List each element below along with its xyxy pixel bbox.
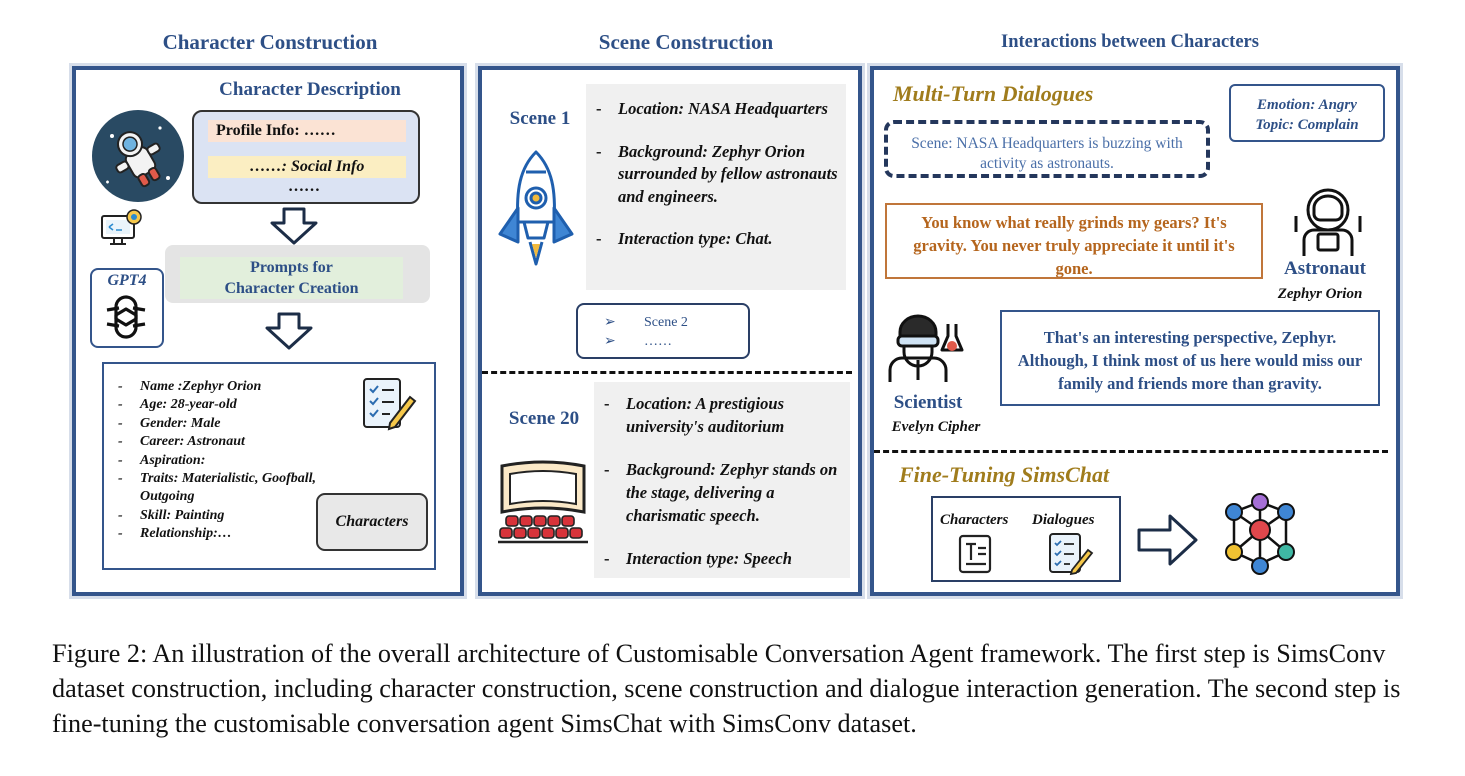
theater-stage-icon [498, 460, 588, 544]
attribute-item: -Relationship:… [118, 526, 232, 542]
down-arrow-icon [270, 207, 318, 245]
multi-turn-dialogues-title: Multi-Turn Dialogues [893, 81, 1094, 106]
emotion-label: Emotion: Angry [1257, 97, 1357, 113]
scientist-icon [888, 314, 964, 382]
openai-logo-icon [106, 295, 146, 339]
rocket-icon [498, 150, 574, 266]
scene-20-details [594, 382, 850, 578]
characters-badge: Characters [316, 493, 428, 551]
scene-1-item: -Background: Zephyr Orion surrounded by … [596, 141, 838, 206]
profile-info-field: Profile Info: …… [208, 120, 406, 142]
down-arrow-icon [265, 312, 313, 350]
computer-monitor-icon [101, 209, 142, 245]
description-ellipsis: …… [288, 178, 320, 195]
checklist-pencil-icon [363, 378, 417, 431]
header-character-construction: Character Construction [162, 30, 378, 54]
figure-caption: Figure 2: An illustration of the overall… [52, 639, 1401, 738]
scene-1-list: -Location: NASA Headquarters -Background… [596, 98, 840, 251]
scientist-quote-box: That's an interesting perspective, Zephy… [1000, 310, 1380, 406]
header-interactions: Interactions between Characters [1001, 32, 1259, 52]
ft-dialogues-label: Dialogues [1032, 512, 1095, 528]
scene-20-item: -Background: Zephyr stands on the stage,… [604, 460, 838, 525]
more-scenes-box [576, 303, 750, 359]
scene-20-label: Scene 20 [508, 408, 580, 429]
attribute-item: -Skill: Painting [118, 507, 225, 523]
scene-20-item: -Interaction type: Speech [604, 549, 792, 568]
astronaut-icon [1294, 188, 1362, 256]
interaction-divider [874, 450, 1388, 453]
header-scene-construction: Scene Construction [598, 30, 774, 54]
more-scenes-item: ➢…… [604, 334, 672, 349]
prompt-line-1: Prompts for [250, 259, 333, 276]
scene-1-details [586, 84, 846, 290]
dialogue-checklist-icon [1049, 533, 1094, 576]
prompt-box: Prompts for Character Creation [180, 257, 403, 299]
attribute-item: -Gender: Male [118, 415, 221, 431]
prompt-line-2: Character Creation [224, 280, 359, 297]
text-document-icon [958, 534, 992, 574]
social-info-field: ……: Social Info [208, 156, 406, 178]
emotion-topic-box: Emotion: Angry Topic: Complain [1229, 84, 1385, 142]
scientist-name: Evelyn Cipher [891, 419, 981, 435]
attribute-item: -Age: 28-year-old [118, 397, 237, 413]
scene-1-item: -Location: NASA Headquarters [596, 99, 828, 118]
neural-network-icon [1225, 493, 1295, 575]
gpt4-label: GPT4 [107, 272, 147, 289]
ft-characters-label: Characters [940, 512, 1009, 528]
topic-label: Topic: Complain [1255, 117, 1359, 133]
scene-1-item: -Interaction type: Chat. [596, 229, 773, 248]
attribute-item: -Aspiration: [118, 452, 206, 468]
scene-note-box: Scene: NASA Headquarters is buzzing with… [884, 120, 1210, 178]
attribute-item: -Name :Zephyr Orion [118, 379, 262, 394]
astronaut-planet-icon [92, 110, 184, 202]
scene-20-item: -Location: A prestigious university's au… [604, 394, 785, 436]
right-arrow-icon [1137, 514, 1198, 566]
astronaut-role: Astronaut [1284, 258, 1366, 279]
astronaut-quote-box: You know what really grinds my gears? It… [885, 203, 1263, 279]
fine-tuning-title: Fine-Tuning SimsChat [899, 462, 1110, 487]
scene-20-list: -Location: A prestigious university's au… [604, 392, 844, 570]
scene-1-label: Scene 1 [509, 108, 571, 129]
attribute-item: -Traits: Materialistic, Goofball, Outgoi… [118, 471, 317, 505]
scientist-role: Scientist [893, 392, 963, 413]
character-attribute-list: -Name :Zephyr Orion -Age: 28-year-old -G… [118, 378, 348, 544]
character-description-title: Character Description [219, 79, 401, 100]
more-scenes-list: ➢Scene 2 ➢…… [604, 313, 688, 351]
attribute-item: -Career: Astronaut [118, 434, 245, 450]
more-scenes-item: ➢Scene 2 [604, 315, 688, 330]
scene-divider [482, 371, 852, 374]
astronaut-name: Zephyr Orion [1277, 286, 1363, 302]
